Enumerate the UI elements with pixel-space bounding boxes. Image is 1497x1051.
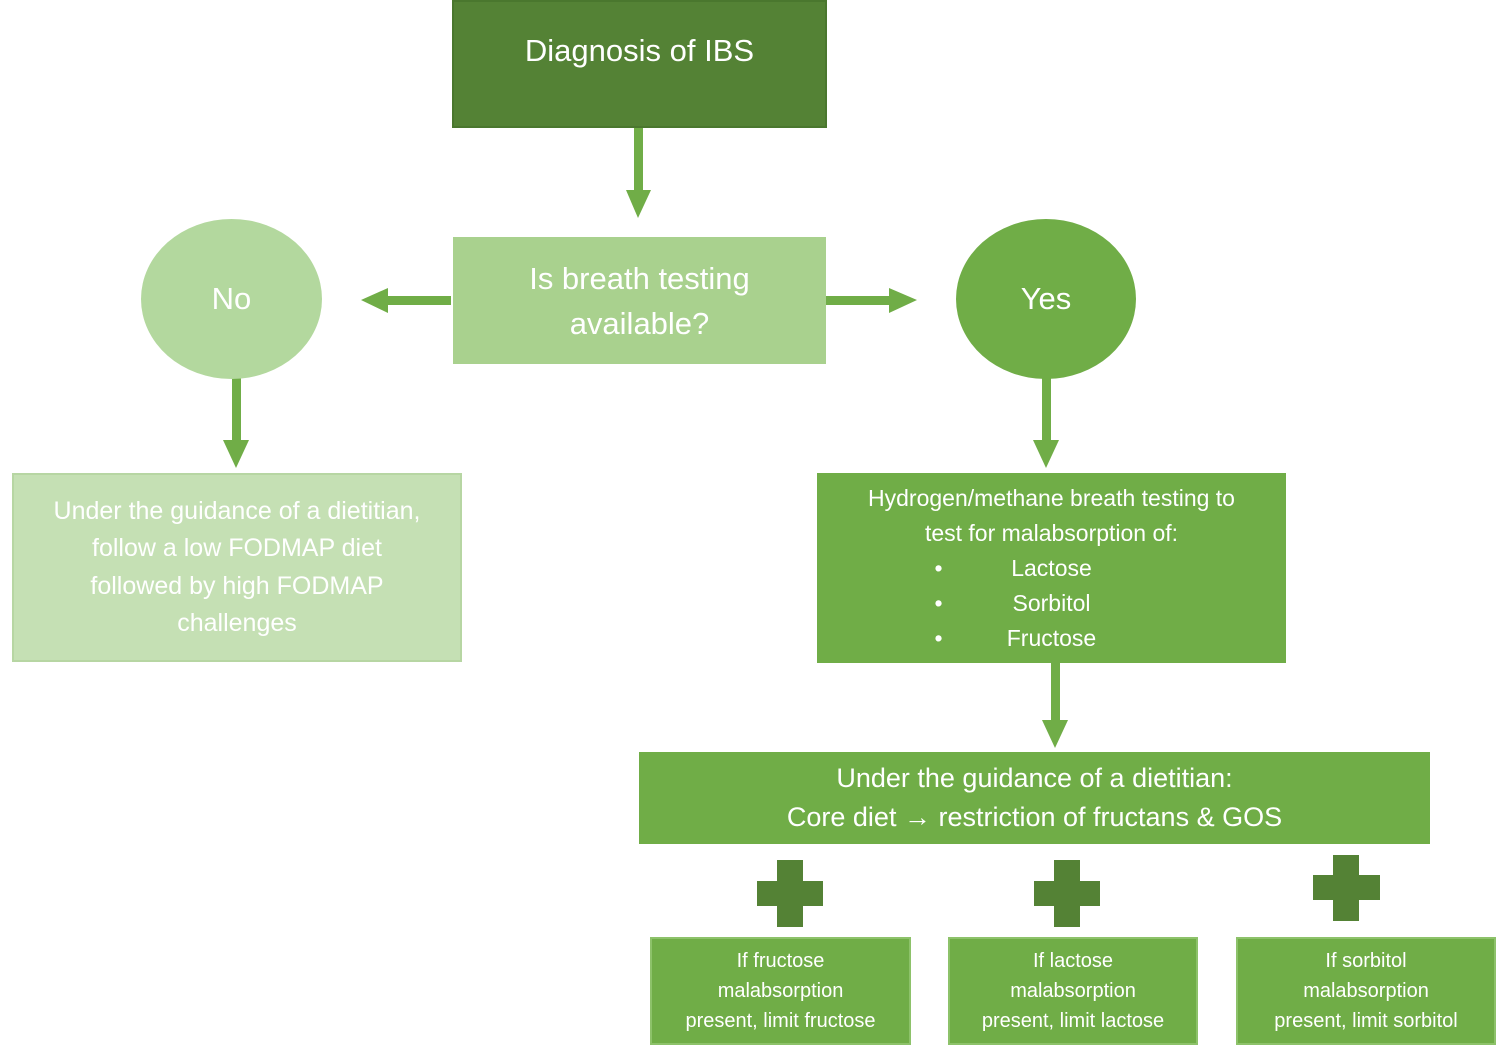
breath-test-box: Hydrogen/methane breath testing to test … — [817, 473, 1286, 663]
item-fructose: Fructose — [1006, 624, 1097, 651]
core-diet-line1: Under the guidance of a dietitian: — [836, 763, 1233, 793]
lactose-outcome-line3: present, limit lactose — [981, 1010, 1165, 1032]
low-fodmap-line4: challenges — [177, 609, 297, 637]
bullet-icon: • — [934, 589, 943, 616]
lactose-outcome-box: If lactose malabsorption present, limit … — [948, 937, 1198, 1045]
yes-label: Yes — [1020, 281, 1072, 316]
list-item: • Sorbitol — [927, 586, 1177, 621]
arrowhead-start-to-question — [626, 190, 651, 218]
lactose-outcome-line1: If lactose — [1032, 950, 1114, 972]
core-diet-line2: Core diet → restriction of fructans & GO… — [787, 798, 1282, 837]
restriction-label: restriction of fructans & GOS — [938, 802, 1283, 832]
breath-test-line1: Hydrogen/methane breath testing to — [868, 484, 1235, 511]
diagnosis-box: Diagnosis of IBS — [452, 0, 827, 128]
fructose-outcome-line1: If fructose — [736, 950, 825, 972]
question-line2: available? — [569, 305, 710, 341]
fructose-outcome-line3: present, limit fructose — [685, 1010, 876, 1032]
core-diet-label: Core diet — [786, 802, 897, 832]
no-circle: No — [141, 219, 322, 379]
arrow-question-to-no — [384, 296, 451, 305]
list-item: • Fructose — [927, 621, 1177, 656]
low-fodmap-line2: follow a low FODMAP diet — [92, 534, 382, 562]
plus-icon — [1034, 860, 1100, 927]
arrow-question-to-yes — [826, 296, 892, 305]
yes-circle: Yes — [956, 219, 1136, 379]
bullet-icon: • — [934, 554, 943, 581]
question-line1: Is breath testing — [529, 260, 750, 296]
low-fodmap-line3: followed by high FODMAP — [90, 571, 384, 600]
core-diet-box: Under the guidance of a dietitian: Core … — [639, 752, 1430, 844]
item-sorbitol: Sorbitol — [1012, 589, 1091, 616]
malabsorption-list: • Lactose • Sorbitol • Fructose — [927, 551, 1177, 656]
list-item: • Lactose — [927, 551, 1177, 586]
item-lactose: Lactose — [1011, 554, 1092, 581]
fructose-outcome-box: If fructose malabsorption present, limit… — [650, 937, 911, 1045]
low-fodmap-box: Under the guidance of a dietitian, follo… — [12, 473, 462, 662]
plus-icon — [757, 860, 823, 927]
arrowhead-no-to-action — [223, 440, 249, 468]
diagnosis-label: Diagnosis of IBS — [524, 33, 755, 68]
arrowhead-yes-to-breath-test — [1033, 440, 1059, 468]
plus-icon — [1313, 855, 1380, 921]
arrow-breath-test-to-core-diet — [1051, 662, 1060, 722]
right-arrow-icon: → — [903, 802, 931, 832]
arrowhead-breath-test-to-core-diet — [1042, 720, 1068, 748]
arrow-no-to-action — [232, 378, 241, 442]
bullet-icon: • — [934, 624, 943, 651]
question-box: Is breath testing available? — [453, 237, 826, 364]
lactose-outcome-line2: malabsorption — [1010, 980, 1136, 1002]
fructose-outcome-line2: malabsorption — [717, 980, 844, 1002]
low-fodmap-line1: Under the guidance of a dietitian, — [53, 496, 421, 525]
arrow-yes-to-breath-test — [1042, 378, 1051, 442]
breath-test-line2: test for malabsorption of: — [924, 519, 1179, 546]
sorbitol-outcome-line3: present, limit sorbitol — [1274, 1010, 1458, 1032]
sorbitol-outcome-box: If sorbitol malabsorption present, limit… — [1236, 937, 1496, 1045]
arrow-start-to-question — [634, 128, 643, 192]
sorbitol-outcome-line2: malabsorption — [1303, 980, 1429, 1002]
no-label: No — [211, 281, 252, 316]
arrowhead-question-to-no — [361, 288, 388, 313]
arrowhead-question-to-yes — [889, 288, 917, 313]
sorbitol-outcome-line1: If sorbitol — [1325, 950, 1407, 972]
